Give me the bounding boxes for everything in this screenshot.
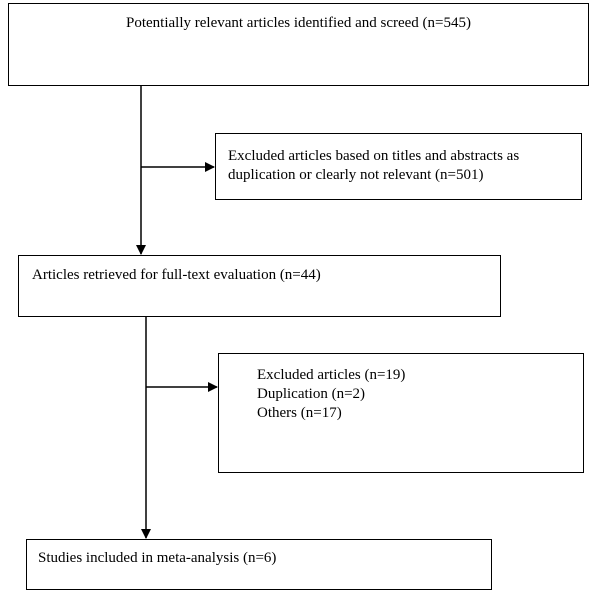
excluded-title-abstract-box: Excluded articles based on titles and ab… <box>215 133 582 200</box>
excluded-fulltext-line-3: Others (n=17) <box>257 405 342 421</box>
identified-articles-box: Potentially relevant articles identified… <box>8 3 589 86</box>
fulltext-evaluation-box: Articles retrieved for full-text evaluat… <box>18 255 501 317</box>
excluded-fulltext-box: Excluded articles (n=19) Duplication (n=… <box>218 353 584 473</box>
excluded-title-abstract-line-2: duplication or clearly not relevant (n=5… <box>228 167 484 183</box>
included-studies-text: Studies included in meta-analysis (n=6) <box>38 550 277 566</box>
fulltext-evaluation-text: Articles retrieved for full-text evaluat… <box>32 267 321 283</box>
included-studies-box: Studies included in meta-analysis (n=6) <box>26 539 492 590</box>
identified-articles-text: Potentially relevant articles identified… <box>126 15 471 31</box>
excluded-fulltext-line-2: Duplication (n=2) <box>257 386 366 402</box>
excluded-title-abstract-line-1: Excluded articles based on titles and ab… <box>228 148 520 164</box>
excluded-fulltext-line-1: Excluded articles (n=19) <box>257 367 406 383</box>
